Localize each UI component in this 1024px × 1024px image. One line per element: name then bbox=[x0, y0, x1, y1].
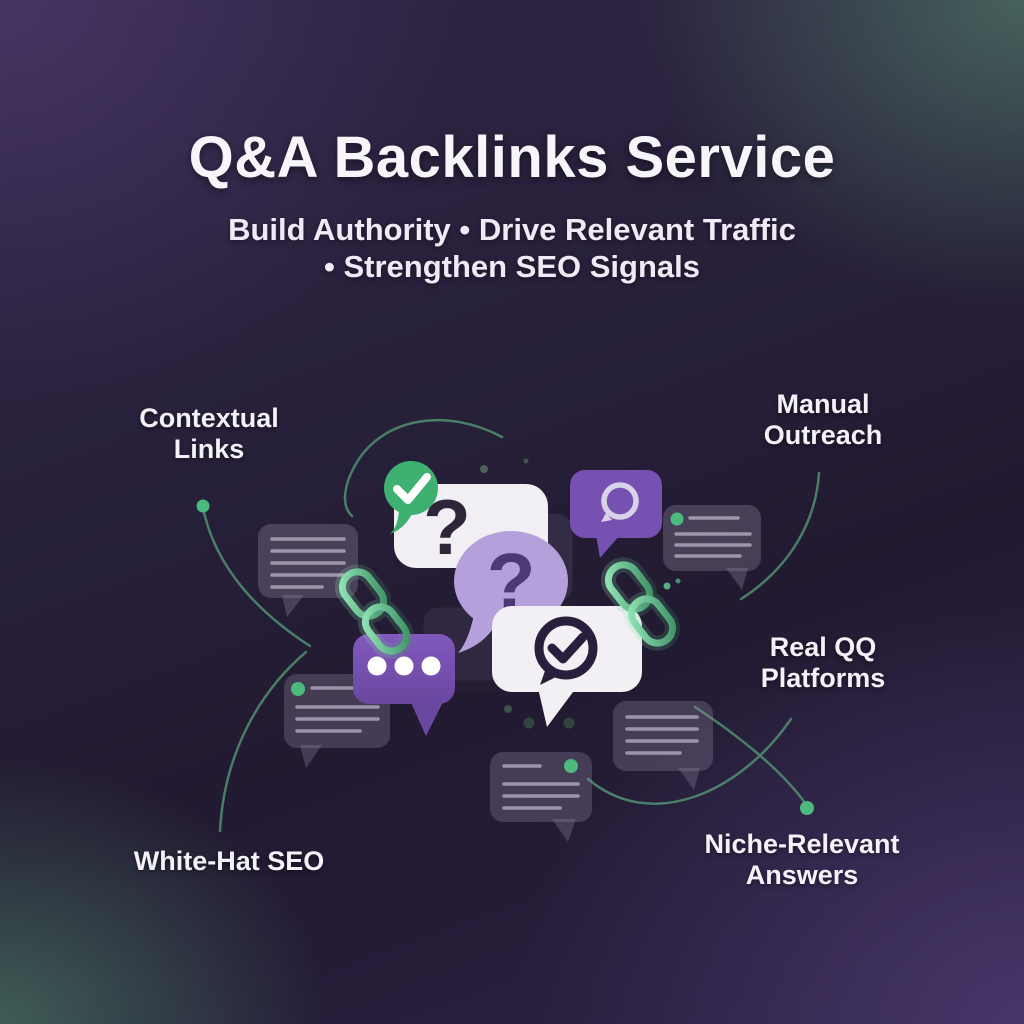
ambient-dot bbox=[675, 578, 681, 584]
subtitle-line-2: • Strengthen SEO Signals bbox=[323, 249, 701, 284]
label-line: Outreach bbox=[763, 420, 883, 450]
label-line: White-Hat SEO bbox=[133, 846, 325, 876]
ambient-dot bbox=[663, 582, 671, 590]
green-check-bubble-icon bbox=[384, 461, 438, 534]
connector-curve bbox=[201, 506, 312, 648]
subtitle-line-1: Build Authority • Drive Relevant Traffic bbox=[228, 212, 796, 247]
chat-text-bubble-icon bbox=[663, 505, 761, 590]
label-line: Platforms bbox=[760, 663, 886, 693]
connector-dot bbox=[800, 801, 814, 815]
label-line: Manual bbox=[776, 389, 870, 419]
connector-curve bbox=[693, 705, 807, 805]
label-line: Contextual bbox=[139, 403, 279, 433]
ambient-dot bbox=[563, 717, 575, 729]
chat-text-bubble-icon bbox=[490, 752, 592, 842]
connector-curve bbox=[586, 717, 793, 805]
label-contextual-links: Contextual Links bbox=[79, 403, 339, 465]
connector-dot bbox=[196, 499, 210, 513]
label-line: Answers bbox=[745, 860, 859, 890]
chain-link-icon bbox=[600, 557, 681, 651]
label-line: Niche-Relevant bbox=[704, 829, 900, 859]
page-title: Q&A Backlinks Service bbox=[188, 125, 836, 190]
ambient-dot bbox=[523, 717, 535, 729]
search-bubble-icon bbox=[570, 470, 662, 558]
chat-text-bubble-icon bbox=[258, 524, 358, 617]
ambient-dot bbox=[504, 705, 512, 713]
label-niche-relevant-answers: Niche-Relevant Answers bbox=[672, 829, 932, 891]
connector-curve bbox=[739, 471, 821, 601]
subtitle: Build Authority • Drive Relevant Traffic… bbox=[0, 211, 1024, 285]
chain-link-icon bbox=[334, 564, 415, 659]
label-manual-outreach: Manual Outreach bbox=[693, 389, 953, 451]
ambient-dot bbox=[480, 465, 488, 473]
label-white-hat-seo: White-Hat SEO bbox=[99, 846, 359, 877]
ambient-dot bbox=[523, 458, 529, 464]
connector-curve bbox=[218, 650, 308, 833]
label-line: Real QQ bbox=[769, 632, 877, 662]
label-real-qa-platforms: Real QQ Platforms bbox=[693, 632, 953, 694]
verified-check-bubble-icon bbox=[492, 606, 642, 727]
label-line: Links bbox=[173, 434, 245, 464]
connector-curve bbox=[343, 418, 504, 518]
chat-text-bubble-icon bbox=[613, 701, 713, 790]
